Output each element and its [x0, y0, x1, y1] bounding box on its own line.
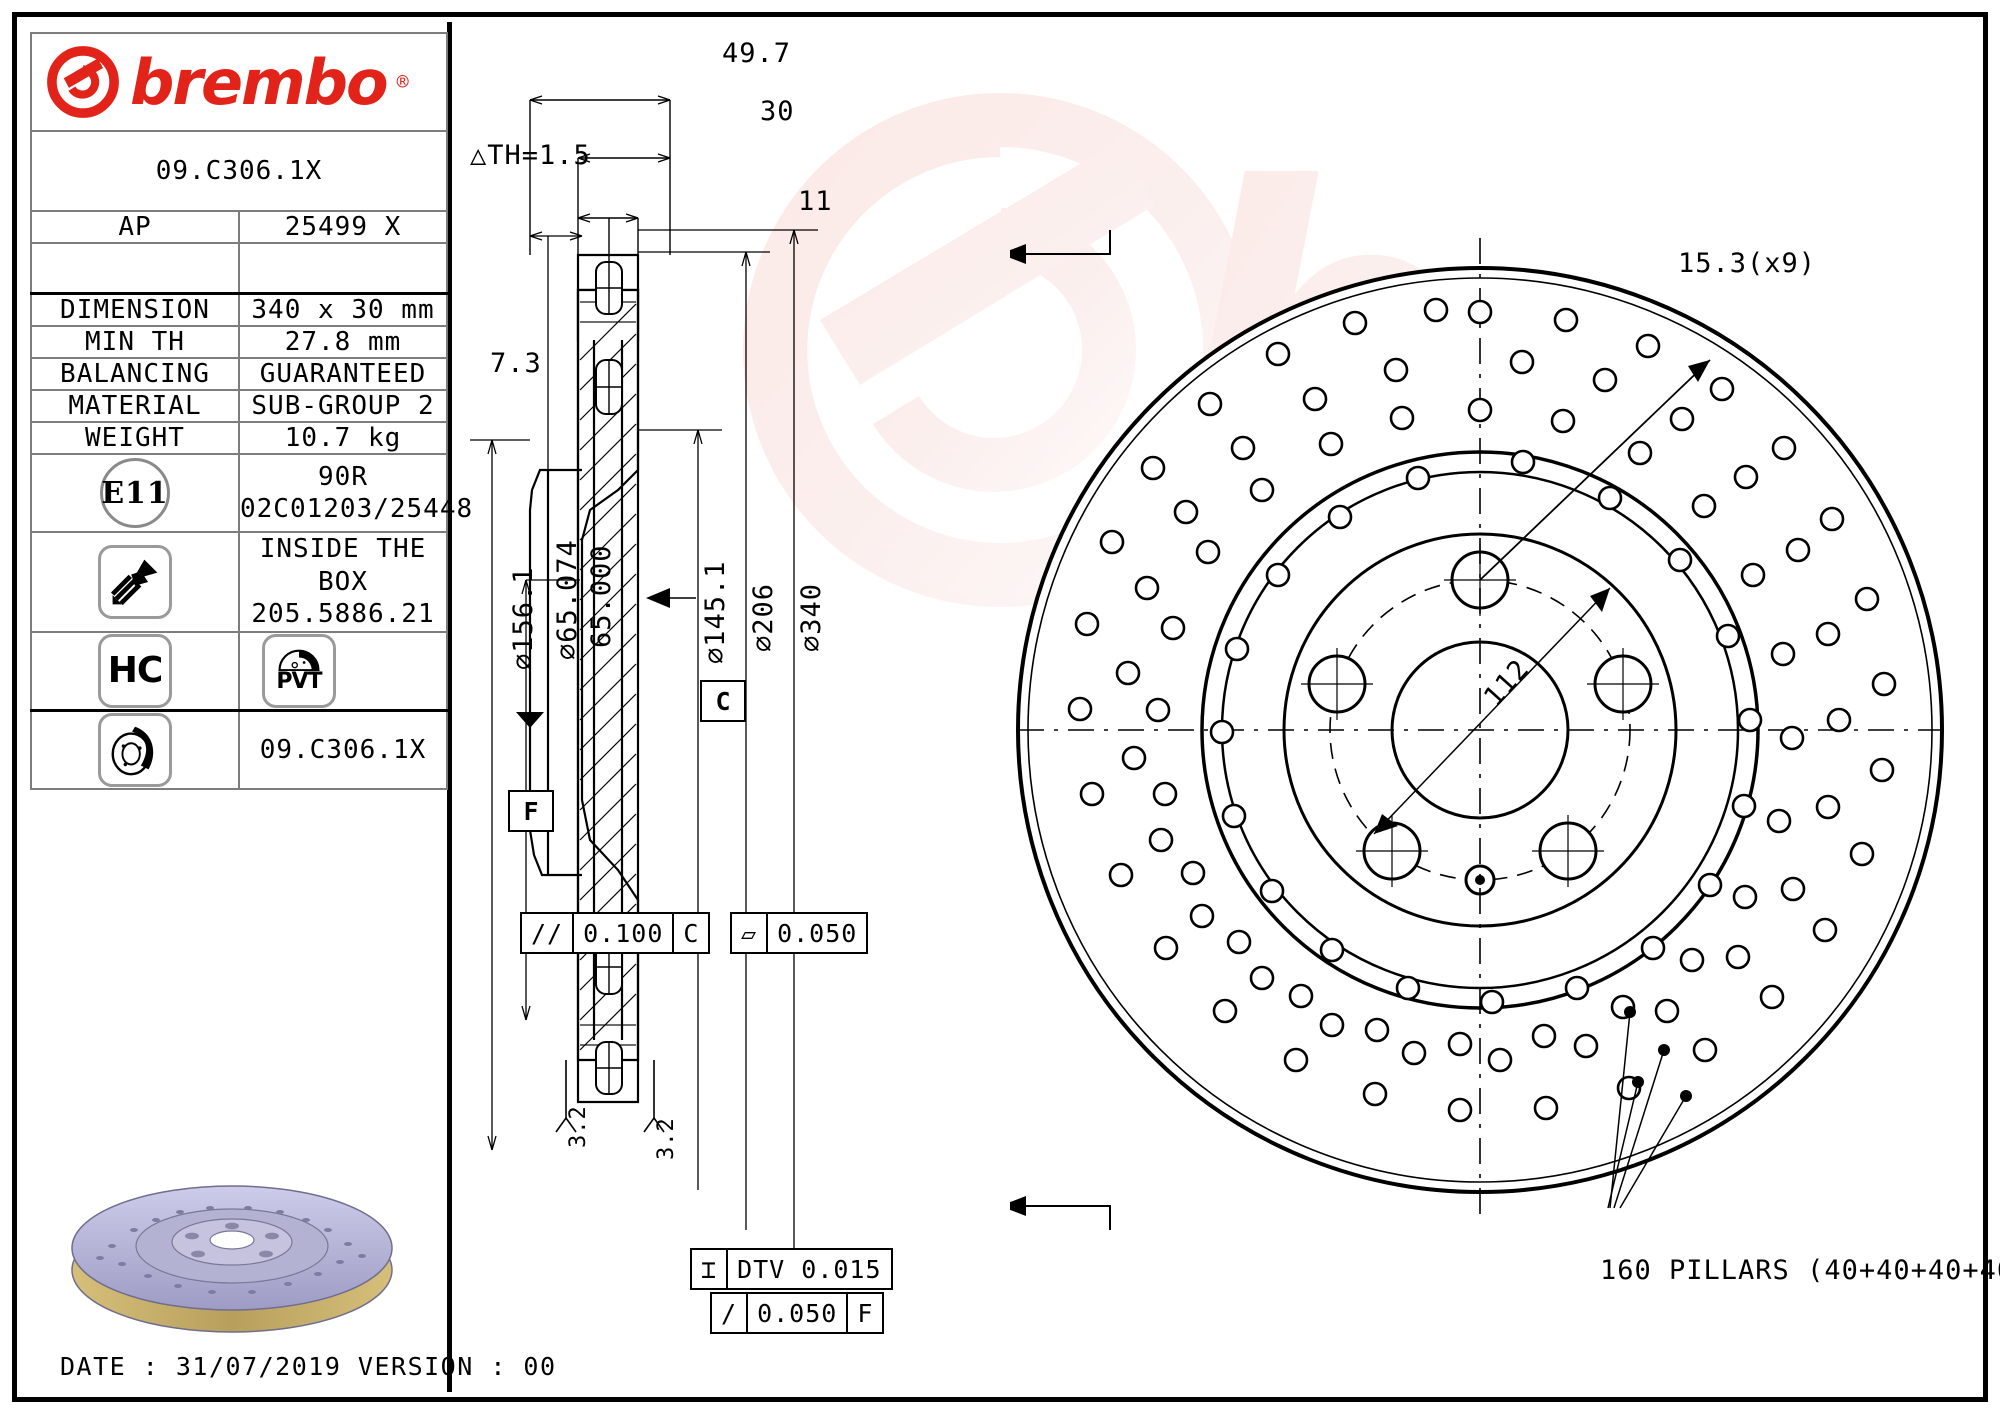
e11-label: E11: [100, 458, 170, 528]
pvt-icon: PVT: [262, 633, 336, 708]
brand-registered-mark: ®: [396, 70, 410, 94]
table-row-blank: [30, 242, 448, 295]
table-row-footer-part: 09.C306.1X: [30, 708, 448, 790]
tol-dtv-symbol: ⌶: [692, 1250, 729, 1288]
tol-flatness-symbol: ▱: [732, 914, 769, 952]
part-number-footer: 09.C306.1X: [238, 708, 448, 790]
tol-runout-symbol: /: [712, 1294, 749, 1332]
pvt-disc-glyph: [278, 649, 320, 671]
tolerance-flatness: ▱ 0.050: [730, 912, 869, 954]
tolerance-parallelism: // 0.100 C: [520, 912, 711, 954]
homologation-line1: 90R: [318, 461, 368, 492]
blank-label: [30, 242, 240, 295]
table-row-material: MATERIAL SUB-GROUP 2: [30, 389, 448, 423]
product-photo: [71, 1185, 393, 1333]
dim-30: 30: [760, 96, 795, 127]
min-th-value: 27.8 mm: [238, 325, 448, 359]
tol-parallel-value: 0.100: [574, 914, 675, 952]
specification-table: brembo ® 09.C306.1X AP 25499 X DIMENSION…: [30, 32, 474, 790]
dia-206: ⌀206: [748, 582, 779, 652]
table-row-balancing: BALANCING GUARANTEED: [30, 357, 448, 391]
hole-callout-15-3: 15.3(x9): [1678, 248, 1817, 279]
hc-label: HC: [107, 650, 164, 691]
dimension-value: 340 x 30 mm: [238, 292, 448, 327]
dim-49-7: 49.7: [722, 38, 792, 69]
balancing-label: BALANCING: [30, 357, 240, 391]
datum-f: F: [508, 790, 554, 832]
balancing-value: GUARANTEED: [238, 357, 448, 391]
dim-delta-th: △TH=1.5: [470, 140, 591, 171]
tol-runout-datum: F: [857, 1298, 874, 1328]
datum-c: C: [700, 680, 746, 722]
brand-wordmark: brembo: [130, 45, 389, 119]
screws-value: INSIDE THE BOX 205.5886.21: [238, 531, 448, 633]
pvt-label: PVT: [276, 668, 322, 694]
brake-disc-icon: [98, 712, 172, 787]
table-row-min-th: MIN TH 27.8 mm: [30, 325, 448, 359]
dia-145-1: ⌀145.1: [700, 560, 731, 664]
hc-badge-cell: HC: [30, 630, 240, 711]
table-row-screws: INSIDE THE BOX 205.5886.21: [30, 531, 448, 633]
tolerance-dtv: ⌶ DTV 0.015: [690, 1248, 893, 1290]
screws-line2: 205.5886.21: [251, 599, 435, 629]
dia-340: ⌀340: [796, 582, 827, 652]
brembo-logo-icon: [47, 46, 119, 118]
dim-7-3: 7.3: [490, 348, 542, 379]
table-row-weight: WEIGHT 10.7 kg: [30, 421, 448, 455]
min-th-label: MIN TH: [30, 325, 240, 359]
table-row-dimension: DIMENSION 340 x 30 mm: [30, 292, 448, 327]
weight-label: WEIGHT: [30, 421, 240, 455]
tol-flatness-value: 0.050: [777, 918, 858, 948]
homologation-line2: 02C01203/25448: [240, 494, 474, 524]
tol-runout-value: 0.050: [748, 1294, 849, 1332]
table-row-ap: AP 25499 X: [30, 210, 448, 244]
dia-65-074: ⌀65.074: [552, 539, 583, 660]
screw-icon-cell: [30, 531, 240, 633]
weight-value: 10.7 kg: [238, 421, 448, 455]
table-row-badges: HC PVT: [30, 630, 448, 711]
roughness-right: 3.2: [654, 1117, 679, 1160]
info-panel: brembo ® 09.C306.1X AP 25499 X DIMENSION…: [22, 22, 474, 1392]
tol-parallel-symbol: //: [522, 914, 575, 952]
table-row-part-number: 09.C306.1X: [30, 130, 448, 212]
pvt-badge-cell: PVT: [238, 630, 448, 711]
table-row-homologation: E11 90R 02C01203/25448: [30, 453, 474, 533]
face-view: [1010, 230, 1944, 1230]
material-value: SUB-GROUP 2: [238, 389, 448, 423]
e11-homologation-icon: E11: [30, 453, 240, 533]
cross-section-view: [470, 95, 818, 1270]
screws-line1: INSIDE THE BOX: [259, 534, 427, 597]
roughness-left: 3.2: [566, 1105, 591, 1148]
date-version-line: DATE : 31/07/2019 VERSION : 00: [60, 1352, 557, 1381]
screw-icon: [98, 544, 172, 619]
sheet-border: [12, 12, 1988, 1402]
dia-65-000: 65.000: [586, 544, 617, 648]
tol-parallel-datum: C: [683, 918, 700, 948]
table-row-logo: brembo ®: [30, 32, 448, 132]
homologation-value: 90R 02C01203/25448: [238, 453, 474, 533]
dia-156-1: ⌀156.1: [508, 566, 539, 670]
pillars-callout: 160 PILLARS (40+40+40+40): [1600, 1255, 2000, 1286]
dimension-label: DIMENSION: [30, 292, 240, 327]
brand-logo-cell: brembo ®: [30, 32, 448, 132]
part-number-main: 09.C306.1X: [30, 130, 448, 212]
dim-11: 11: [798, 186, 833, 217]
tol-dtv-value: DTV 0.015: [737, 1254, 882, 1284]
hc-icon: HC: [98, 633, 172, 708]
ap-label: AP: [30, 210, 240, 244]
disc-pad-icon-cell: [30, 708, 240, 790]
ap-value: 25499 X: [238, 210, 448, 244]
material-label: MATERIAL: [30, 389, 240, 423]
blank-value: [238, 242, 448, 295]
tolerance-runout: / 0.050 F: [710, 1292, 885, 1334]
